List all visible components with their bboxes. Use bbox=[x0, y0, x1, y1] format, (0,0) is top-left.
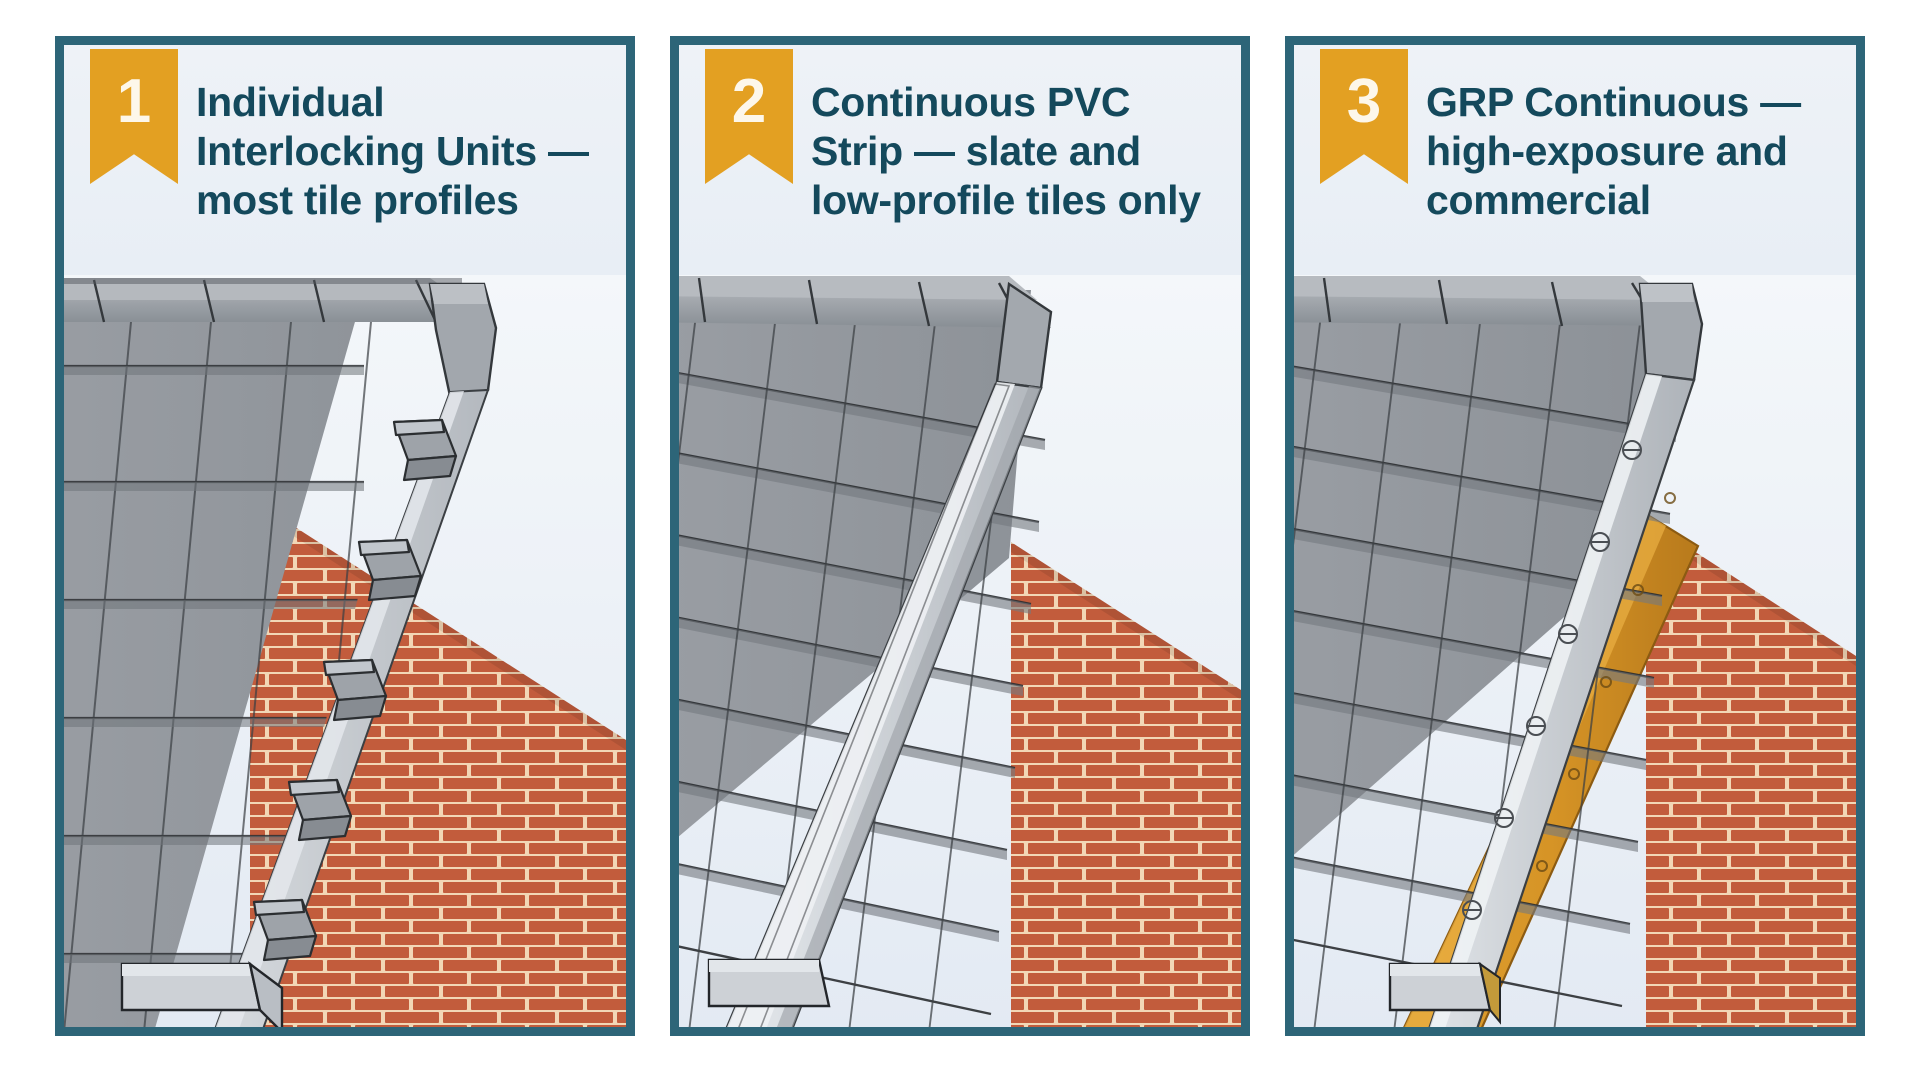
brick-gable-wall-right bbox=[1011, 542, 1241, 1027]
panel-1: 1 Individual Interlocking Units — most t… bbox=[55, 36, 635, 1036]
individual-verge-units bbox=[252, 418, 458, 962]
panel-2-number: 2 bbox=[731, 67, 767, 136]
panel-3: 3 GRP Continuous — high-exposure and com… bbox=[1285, 36, 1865, 1036]
screw-head-icon bbox=[1462, 900, 1482, 920]
board-fixings bbox=[1536, 492, 1676, 872]
eaves-closure bbox=[707, 958, 831, 1008]
eaves-closure bbox=[120, 961, 284, 1027]
panel-3-header: 3 GRP Continuous — high-exposure and com… bbox=[1294, 45, 1856, 275]
panel-1-illustration bbox=[64, 275, 626, 1027]
roof-tile-field bbox=[64, 289, 375, 1027]
grp-capping-edge bbox=[1428, 372, 1696, 1027]
panel-2-header: 2 Continuous PVC Strip — slate and low-p… bbox=[679, 45, 1241, 275]
panel-2-illustration bbox=[679, 275, 1241, 1027]
eaves-closure bbox=[1388, 961, 1501, 1025]
panel-2-title: Continuous PVC Strip — slate and low-pro… bbox=[811, 79, 1201, 223]
brick-gable-wall bbox=[250, 498, 626, 1027]
screw-head-icon bbox=[1494, 808, 1514, 828]
ridge-tiles bbox=[64, 278, 462, 323]
continuous-pvc-strip bbox=[725, 380, 1043, 1027]
screw-head-icon bbox=[1590, 532, 1610, 552]
panel-1-number: 1 bbox=[116, 67, 152, 136]
pvc-strip-return bbox=[738, 383, 1011, 1027]
panel-2: 2 Continuous PVC Strip — slate and low-p… bbox=[670, 36, 1250, 1036]
screw-fixings bbox=[1462, 440, 1642, 920]
panel-2-number-ribbon: 2 bbox=[705, 49, 793, 184]
ridge-end-cap bbox=[428, 282, 498, 398]
panel-3-illustration bbox=[1294, 275, 1856, 1027]
panel-3-title: GRP Continuous — high-exposure and comme… bbox=[1426, 79, 1801, 223]
screw-head-icon bbox=[1622, 440, 1642, 460]
panel-1-title: Individual Interlocking Units — most til… bbox=[196, 79, 589, 223]
ridge-tiles bbox=[1294, 276, 1686, 327]
panel-3-number-ribbon: 3 bbox=[1320, 49, 1408, 184]
panel-1-number-ribbon: 1 bbox=[90, 49, 178, 184]
panel-3-number: 3 bbox=[1346, 67, 1382, 136]
panel-1-header: 1 Individual Interlocking Units — most t… bbox=[64, 45, 626, 275]
brick-gable-wall-right bbox=[1646, 520, 1856, 1027]
ridge-tiles bbox=[679, 276, 1051, 329]
ridge-end-cap bbox=[1638, 282, 1704, 382]
screw-head-icon bbox=[1526, 716, 1546, 736]
screw-head-icon bbox=[1558, 624, 1578, 644]
